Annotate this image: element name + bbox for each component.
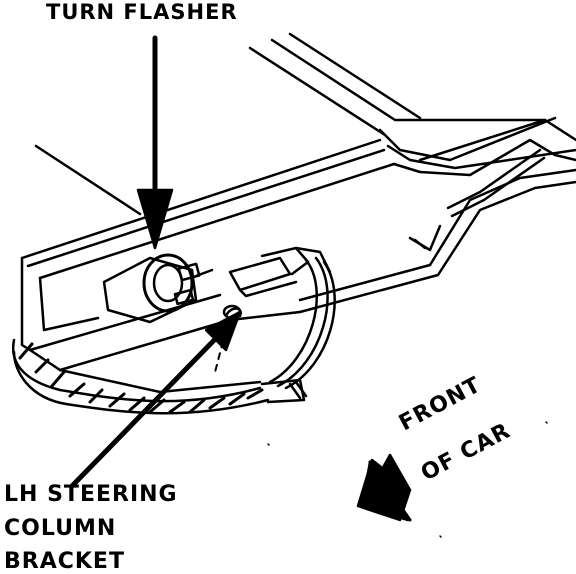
wiring-harness — [11, 338, 308, 415]
bracket-label-line-3: BRACKET — [4, 549, 125, 574]
dash-lower-beam — [20, 138, 576, 352]
bracket-label-line-1: LH STEERING — [4, 482, 178, 507]
flasher-wires — [268, 256, 336, 390]
turn-flasher-arrow — [136, 35, 174, 250]
turn-flasher-label: TURN FLASHER — [46, 0, 238, 24]
flasher-connector — [228, 246, 332, 298]
dash-panel-top — [34, 32, 576, 216]
bracket-label-line-2: COLUMN — [4, 516, 117, 541]
scan-specks — [267, 421, 548, 538]
front-of-car-arrow — [356, 453, 412, 522]
bracket-arrow — [69, 310, 242, 489]
turn-flasher-unit — [102, 253, 214, 324]
